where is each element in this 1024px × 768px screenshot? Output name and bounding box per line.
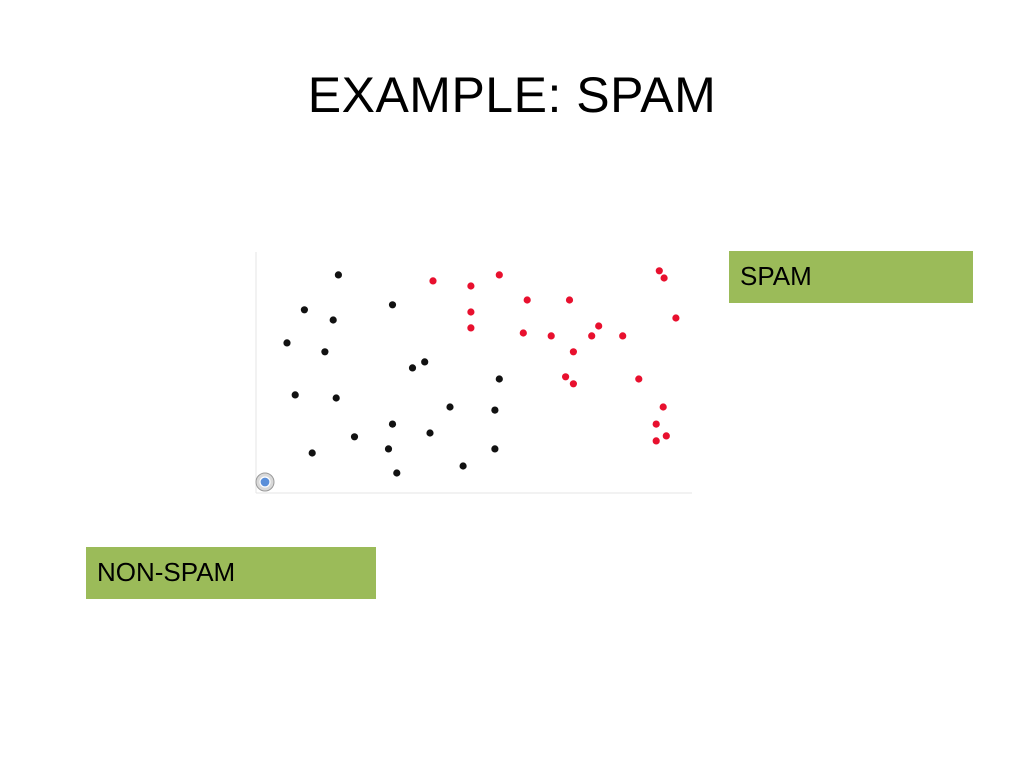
spam-point-6 [467, 308, 475, 316]
scatter-plot-area [255, 252, 692, 494]
spam-point-13 [569, 348, 577, 356]
spam-point-11 [588, 332, 596, 340]
spam-point-4 [523, 296, 531, 304]
spam-point-9 [547, 332, 555, 340]
spam-point-21 [652, 420, 660, 428]
non-spam-point-13 [491, 406, 499, 414]
non-spam-point-7 [408, 364, 417, 372]
spam-point-17 [655, 267, 663, 275]
non-spam-point-19 [491, 445, 499, 453]
spam-point-2 [467, 282, 475, 290]
non-spam-point-17 [308, 449, 316, 457]
non-spam-point-9 [495, 375, 503, 383]
scatter-chart [252, 250, 692, 496]
non-spam-point-21 [459, 462, 467, 470]
spam-point-1 [429, 277, 437, 285]
non-spam-point-1 [334, 271, 342, 279]
spam-label: SPAM [729, 251, 973, 303]
spam-point-10 [595, 322, 603, 330]
non-spam-point-20 [393, 469, 401, 477]
spam-point-3 [495, 271, 503, 279]
spam-point-16 [635, 375, 643, 383]
non-spam-point-3 [329, 316, 337, 324]
slide-title: EXAMPLE: SPAM [307, 67, 717, 123]
non-spam-point-18 [384, 445, 393, 453]
non-spam-label: NON-SPAM [86, 547, 376, 599]
spam-point-18 [660, 274, 668, 282]
non-spam-point-15 [388, 420, 397, 428]
points-layer [283, 267, 680, 477]
spam-point-15 [569, 380, 577, 388]
spam-point-12 [619, 332, 627, 340]
non-spam-point-12 [446, 403, 454, 411]
spam-point-22 [662, 432, 670, 440]
non-spam-point-16 [426, 429, 434, 437]
spam-point-20 [659, 403, 667, 411]
spam-point-5 [565, 296, 574, 304]
non-spam-point-11 [332, 394, 340, 402]
origin-marker-icon [255, 472, 275, 492]
non-spam-point-5 [283, 339, 291, 347]
spam-point-14 [562, 373, 570, 381]
non-spam-point-6 [321, 348, 329, 356]
spam-point-19 [672, 314, 680, 322]
spam-point-23 [652, 437, 660, 445]
non-spam-point-10 [291, 391, 299, 399]
spam-point-8 [519, 329, 527, 337]
non-spam-point-14 [350, 433, 359, 441]
non-spam-point-2 [300, 306, 308, 314]
non-spam-point-4 [388, 301, 397, 309]
spam-point-7 [467, 324, 475, 332]
non-spam-point-8 [421, 358, 429, 366]
